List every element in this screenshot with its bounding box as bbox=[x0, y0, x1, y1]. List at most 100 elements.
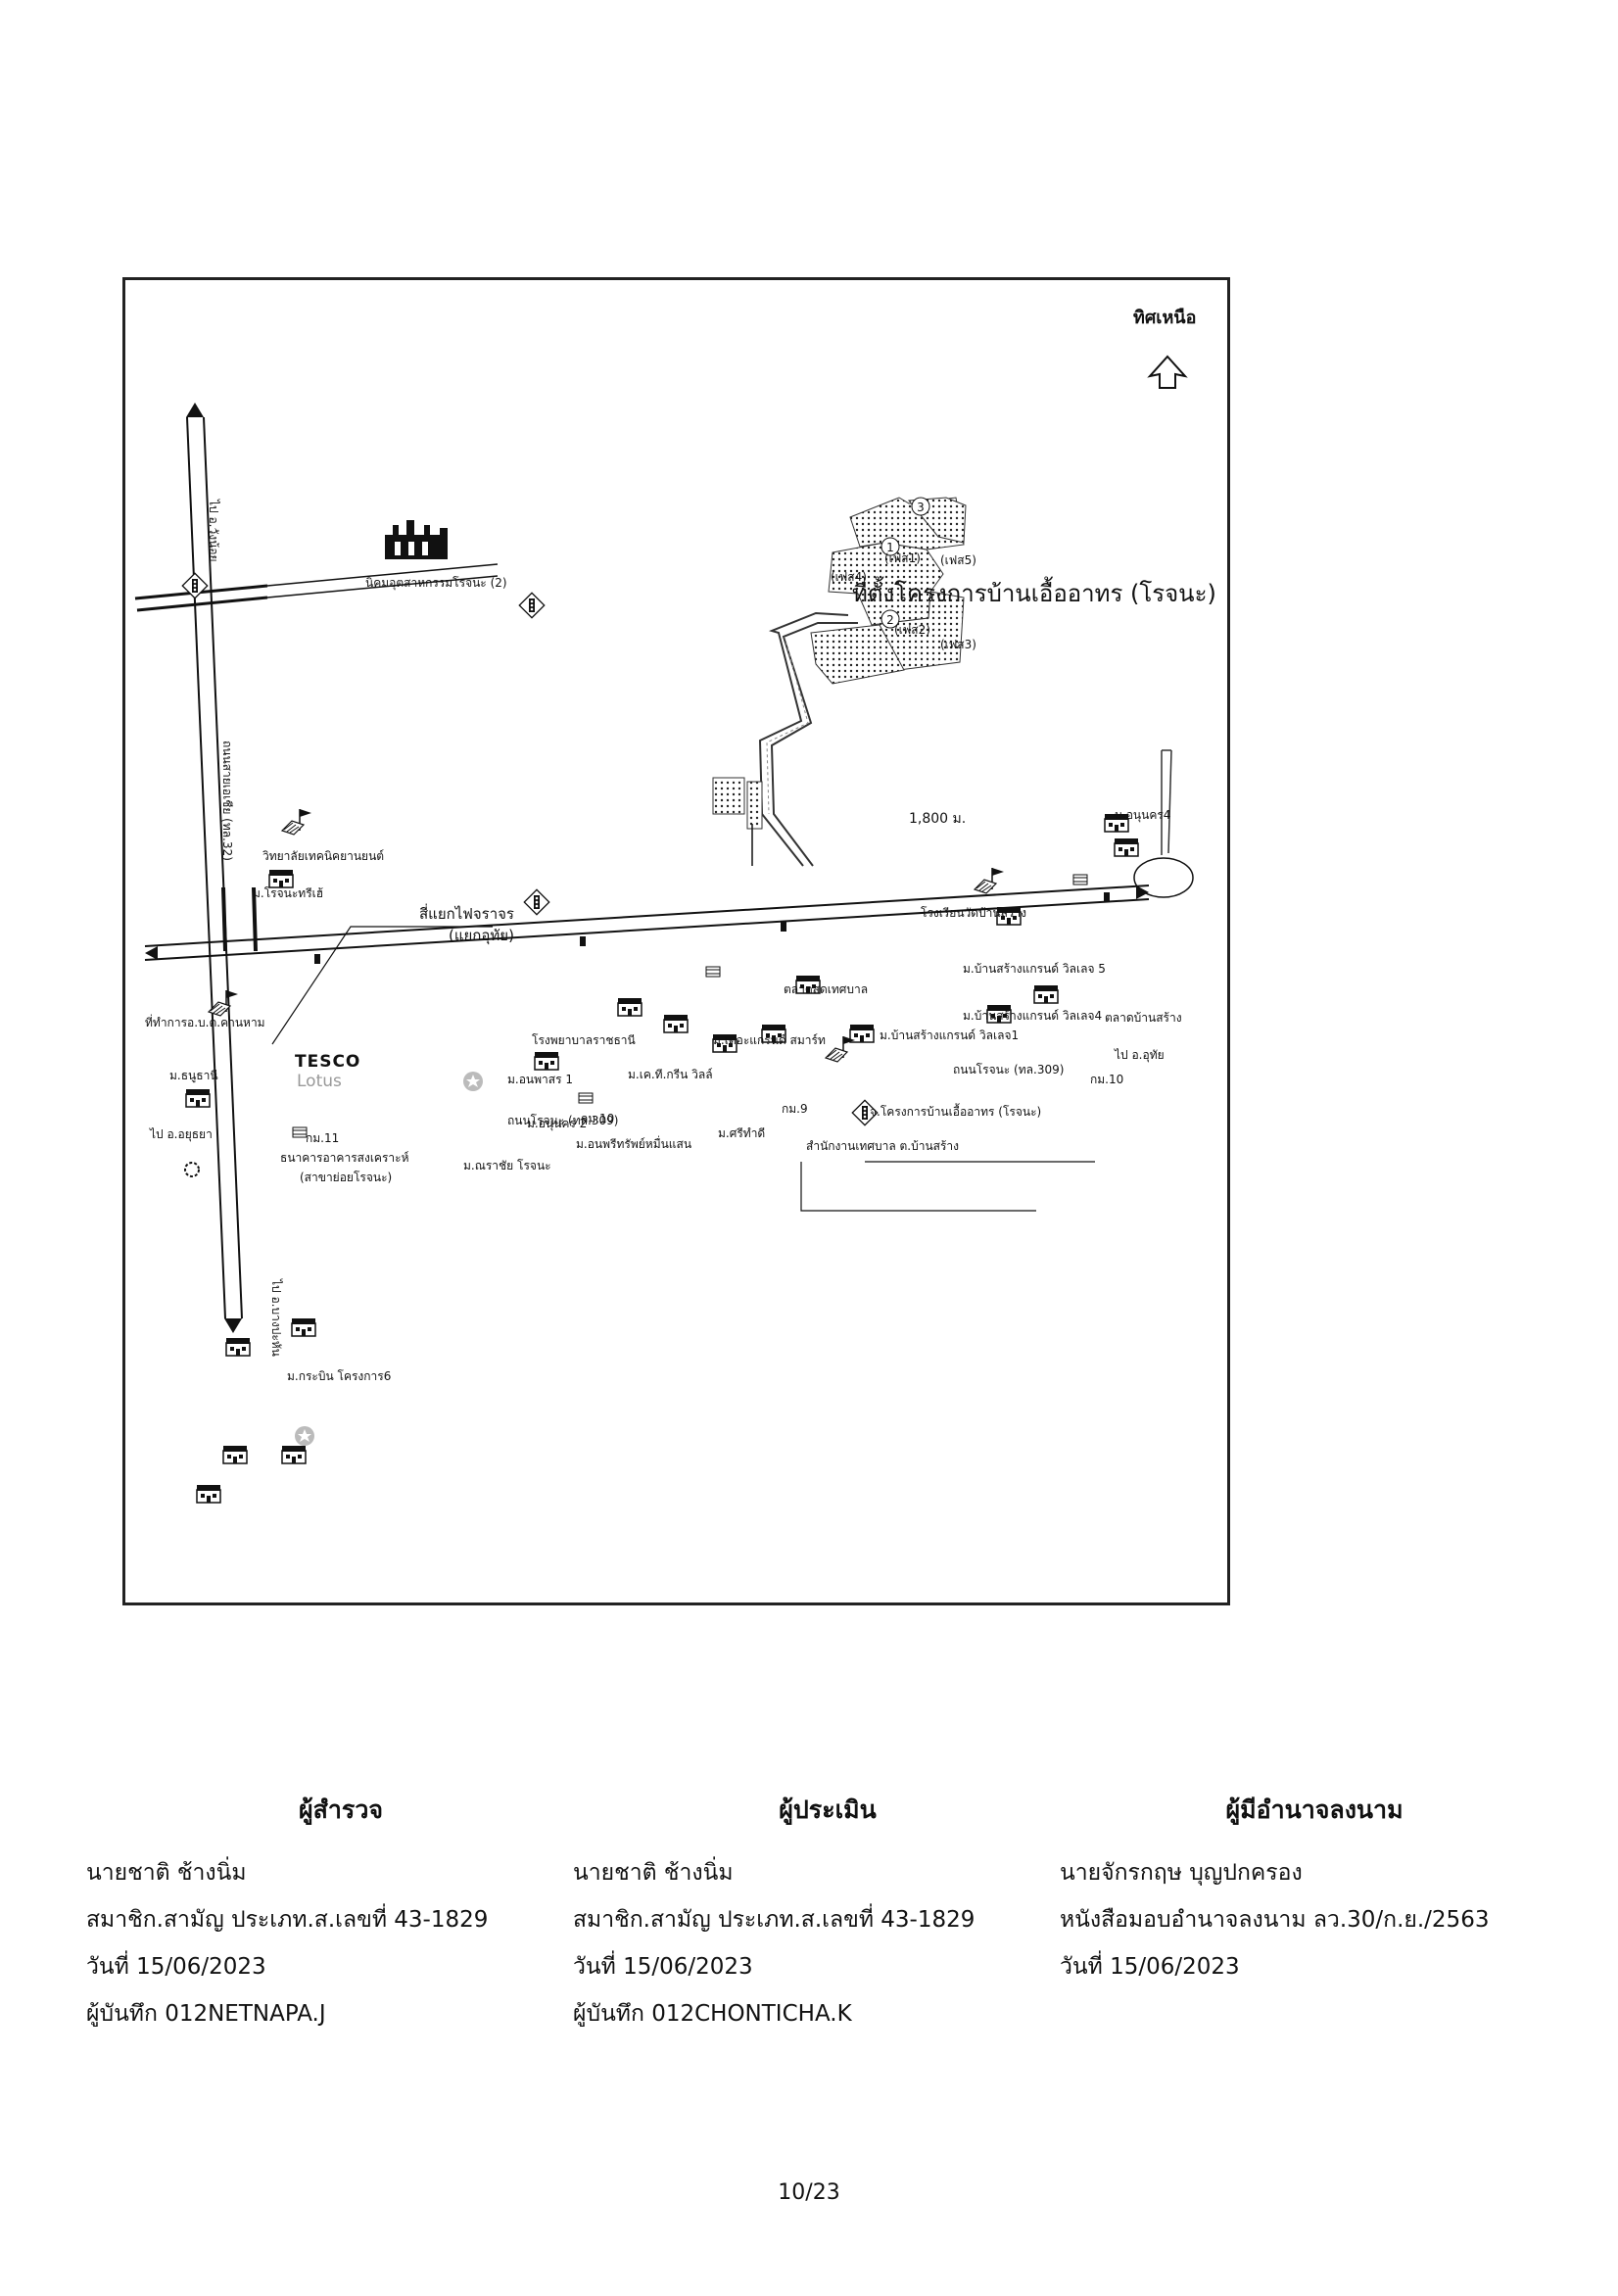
phase-label-5: (เฟส5) bbox=[940, 553, 976, 567]
thanutani-label: ม.ธนูธานี bbox=[169, 1069, 218, 1082]
appraiser-recorder: ผู้บันทึก 012CHONTICHA.K bbox=[573, 2001, 852, 2027]
village-icon bbox=[1114, 837, 1139, 857]
village-icon bbox=[268, 869, 294, 888]
village-icon bbox=[849, 1024, 875, 1043]
ban-sang-5-label: ม.บ้านสร้างแกรนด์ วิลเลจ 5 bbox=[963, 962, 1106, 976]
footbridge-icon bbox=[705, 966, 721, 978]
ban-sang-market-label: ตลาดบ้านสร้าง bbox=[1105, 1011, 1182, 1025]
phase-label-4: (เฟส4) bbox=[831, 570, 867, 584]
rojana-road-309 bbox=[144, 885, 1150, 961]
highway-south-label: ไป อ.บางปะหัน bbox=[269, 1279, 283, 1357]
page-number: 10/23 bbox=[778, 2180, 840, 2205]
village-icon bbox=[1033, 984, 1059, 1004]
appraiser-credential: สมาชิก.สามัญ ประเภท.ส.เลขที่ 43-1829 bbox=[573, 1907, 976, 1933]
svg-text:3: 3 bbox=[917, 501, 925, 514]
village-icon bbox=[222, 1445, 248, 1464]
signature-block: ผู้สำรวจ นายชาติ ช้างนิ่ม สมาชิก.สามัญ ป… bbox=[86, 1791, 1555, 2045]
ban-sang-market-circle bbox=[1133, 857, 1194, 898]
authorized-signer-column: ผู้มีอำนาจลงนาม นายจักรกฤษ บุญปกครอง หนั… bbox=[1060, 1791, 1569, 1990]
distance-label: 1,800 ม. bbox=[909, 811, 967, 827]
authorized-signer-name: นายจักรกฤษ บุญปกครอง bbox=[1060, 1860, 1303, 1886]
market-label: ตลาดสดเทศบาล bbox=[784, 982, 869, 996]
bank-sub-label: (สาขาย่อยโรจนะ) bbox=[300, 1171, 393, 1184]
sri-thai-label: ม.ศรีทำดี bbox=[718, 1126, 766, 1140]
village-icon bbox=[281, 1445, 307, 1464]
village-icon bbox=[663, 1014, 689, 1033]
appraiser-date: วันที่ 15/06/2023 bbox=[573, 1954, 753, 1980]
north-arrow-icon bbox=[1147, 355, 1188, 389]
school-label: โรงเรียนวัดบ้านสร้าง bbox=[921, 906, 1026, 920]
km11-label: กม.11 bbox=[306, 1131, 340, 1145]
project-entry-label: จ.โครงการบ้านเอื้ออาทร (โรจนะ) bbox=[870, 1105, 1042, 1119]
intersection-sub-label: (แยกอุทัย) bbox=[449, 927, 514, 944]
authorized-signer-credential: หนังสือมอบอำนาจลงนาม ลว.30/ก.ย./2563 bbox=[1060, 1907, 1490, 1933]
surveyor-credential: สมาชิก.สามัญ ประเภท.ส.เลขที่ 43-1829 bbox=[86, 1907, 489, 1933]
appraiser-name: นายชาติ ช้างนิ่ม bbox=[573, 1860, 734, 1886]
gear-marker-icon bbox=[184, 1162, 200, 1177]
anunakhon4-label: ม.อนุนคร4 bbox=[1115, 808, 1171, 822]
village-icon bbox=[225, 1337, 251, 1357]
km10a-label: กม.10 bbox=[581, 1112, 615, 1125]
village-icon bbox=[534, 1051, 559, 1071]
authorized-signer-title: ผู้มีอำนาจลงนาม bbox=[1225, 1795, 1404, 1824]
to-ayutthaya-label: ไป อ.อยุธยา bbox=[150, 1127, 213, 1141]
school-flag-icon bbox=[974, 867, 1005, 894]
location-map: 1 2 3 bbox=[122, 277, 1230, 1605]
project-title: ที่ตั้งโครงการบ้านเอื้ออาทร (โรจนะ) bbox=[852, 580, 1216, 607]
phase-label-2: (เฟส2) bbox=[894, 623, 930, 637]
market-parcels bbox=[712, 777, 763, 866]
technical-college-label: วิทยาลัยเทคนิคยานยนต์ bbox=[262, 849, 385, 863]
traffic-light-icon bbox=[523, 888, 550, 916]
phase-label-1: (เฟส1) bbox=[884, 551, 921, 565]
village-icon bbox=[291, 1317, 316, 1337]
village-icon bbox=[185, 1088, 211, 1108]
footbridge-icon bbox=[578, 1092, 594, 1104]
surveyor-recorder: ผู้บันทึก 012NETNAPA.J bbox=[86, 2001, 326, 2027]
surveyor-name: นายชาติ ช้างนิ่ม bbox=[86, 1860, 247, 1886]
phase-markers: 1 2 3 bbox=[880, 497, 930, 629]
school-flag-icon bbox=[281, 808, 312, 836]
svg-text:2: 2 bbox=[886, 613, 894, 627]
anupas2-label: ม.อนุนคร 2 bbox=[527, 1117, 588, 1130]
authorized-signer-date: วันที่ 15/06/2023 bbox=[1060, 1954, 1240, 1980]
lotus-logo-text: Lotus bbox=[297, 1072, 342, 1091]
rojana-ville-label: ม.โรจนะทรีเฮ้ bbox=[253, 886, 324, 900]
footbridge-icon bbox=[292, 1126, 308, 1138]
district-office-label: ที่ทำการอ.บ.ต.คานหาม bbox=[145, 1016, 265, 1029]
highway-middle-label: ถนนสายเอเชีย (ทล.32) bbox=[220, 741, 234, 861]
municipal-office-label: สำนักงานเทศบาล ต.บ้านสร้าง bbox=[806, 1139, 960, 1153]
bank-label: ธนาคารอาคารสงเคราะห์ bbox=[280, 1151, 409, 1165]
km-posts bbox=[314, 892, 1110, 964]
surveyor-date: วันที่ 15/06/2023 bbox=[86, 1954, 266, 1980]
to-uthai-label: ไป อ.อุทัย bbox=[1115, 1048, 1165, 1062]
tesco-logo-text: TESCO bbox=[295, 1052, 361, 1072]
north-label: ทิศเหนือ bbox=[1133, 308, 1197, 328]
kt-green-label: ม.เค.ที.กรีน วิลล์ bbox=[628, 1068, 713, 1081]
office-flag-icon bbox=[208, 989, 239, 1017]
sinsap-label: ม.อนพรีทรัพย์หมื่นแสน bbox=[576, 1137, 692, 1151]
ban-sang-1-label: ม.บ้านสร้างแกรนด์ วิลเลจ1 bbox=[880, 1028, 1020, 1042]
grand-smart-label: ม.เดอะแกรนด์ สมาร์ท bbox=[713, 1033, 826, 1047]
highway-32 bbox=[134, 403, 268, 1333]
project-site-parcels bbox=[810, 497, 967, 685]
narachai-label: ม.ณราชัย โรจนะ bbox=[463, 1159, 551, 1172]
surveyor-column: ผู้สำรวจ นายชาติ ช้างนิ่ม สมาชิก.สามัญ ป… bbox=[86, 1791, 595, 2037]
appraiser-title: ผู้ประเมิน bbox=[779, 1795, 877, 1824]
map-drawing: 1 2 3 bbox=[134, 355, 1194, 1504]
appraiser-column: ผู้ประเมิน นายชาติ ช้างนิ่ม สมาชิก.สามัญ… bbox=[573, 1791, 1082, 2037]
factory-icon bbox=[385, 520, 448, 559]
village-icon bbox=[196, 1484, 221, 1504]
ban-sang-4-label: ม.บ้านสร้างแกรนด์ วิลเลจ4 bbox=[963, 1009, 1103, 1023]
krabin-label: ม.กระบิน โครงการ6 bbox=[287, 1369, 392, 1383]
hospital-label: โรงพยาบาลราชธานี bbox=[532, 1033, 636, 1047]
km9-label: กม.9 bbox=[782, 1102, 808, 1116]
industrial-estate-label: นิคมอุตสาหกรรมโรจนะ (2) bbox=[365, 576, 507, 590]
star-icon bbox=[295, 1426, 314, 1446]
svg-text:1: 1 bbox=[886, 541, 894, 554]
star-icon bbox=[463, 1072, 483, 1091]
phase-label-3: (เฟส3) bbox=[940, 638, 976, 651]
office-flag-icon bbox=[825, 1035, 856, 1063]
km10b-label: กม.10 bbox=[1090, 1073, 1124, 1086]
footbridge-icon bbox=[1072, 874, 1088, 885]
rojana-road-east-label: ถนนโรจนะ (ทล.309) bbox=[953, 1063, 1065, 1076]
